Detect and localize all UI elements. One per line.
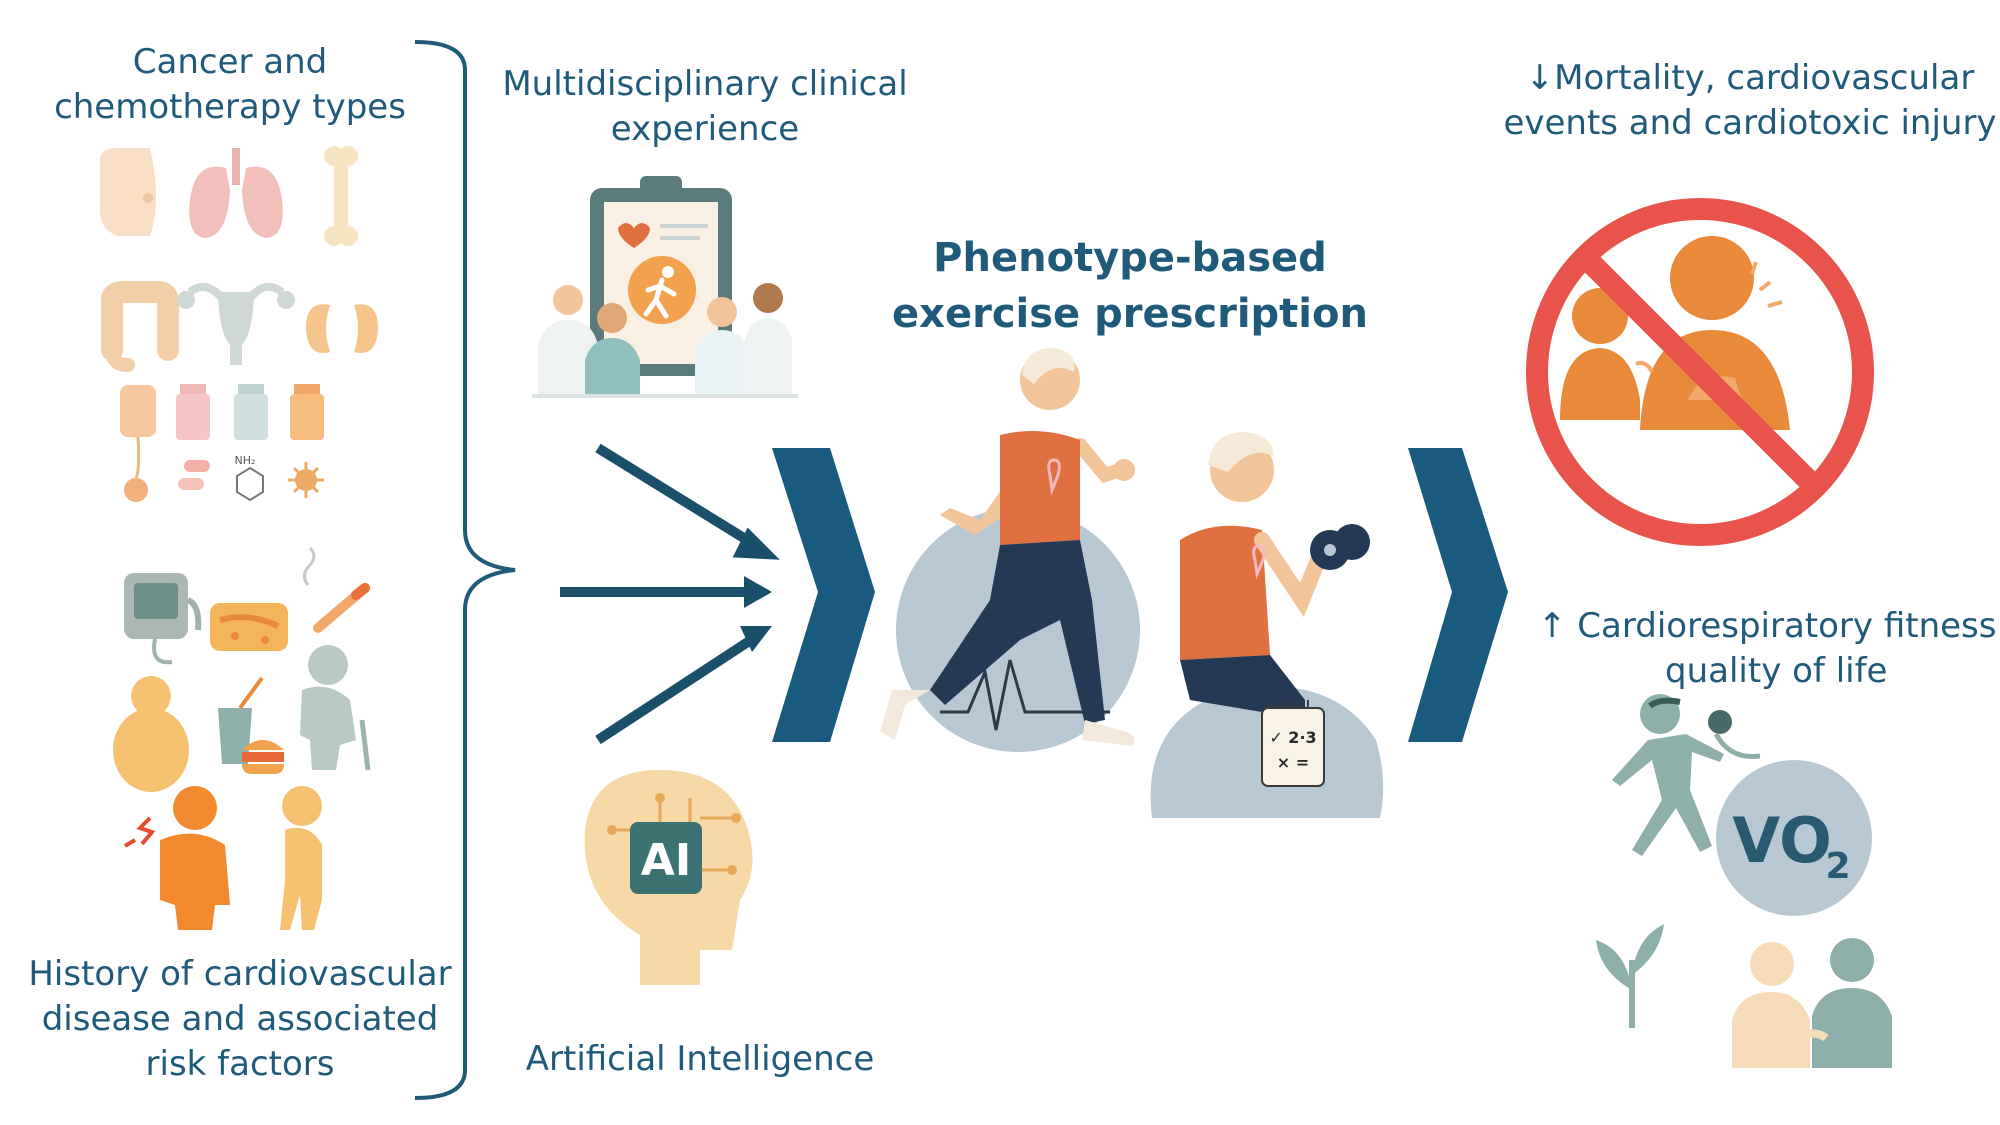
cancer-types-label: Cancer and chemotherapy types [40, 40, 420, 130]
obese-person-icon [113, 676, 189, 792]
prescription-title-line2: exercise prescription [892, 291, 1368, 337]
vo2-subscript: 2 [1825, 846, 1850, 887]
notepad-line1: ✓ 2·3 [1269, 728, 1316, 747]
iv-bag-icon [120, 385, 156, 502]
output-chevron [1408, 448, 1508, 742]
clinical-label-line2: experience [610, 109, 800, 149]
blood-pressure-monitor-icon [124, 573, 202, 665]
chest-pain-icon [123, 786, 230, 930]
food-icon [210, 603, 288, 651]
cancer-label-line1: Cancer and [132, 42, 328, 82]
nh2-label: NH₂ [235, 454, 256, 467]
mortality-outcome-label: ↓Mortality, cardiovascular events and ca… [1500, 56, 2000, 146]
ai-chip-label: AI [641, 835, 691, 886]
cardiac-event-prohibited-icon [1526, 198, 1874, 546]
arrow-from-ai [595, 626, 772, 745]
breast-icon [100, 148, 156, 236]
virus-icon [288, 462, 324, 498]
mortality-label-line1: ↓Mortality, cardiovascular [1525, 58, 1975, 98]
artificial-intelligence-label: Artificial Intelligence [510, 1037, 890, 1082]
prescription-title-line1: Phenotype-based [933, 235, 1327, 281]
arrow-from-clinical [595, 443, 780, 560]
vial-icon [234, 384, 268, 440]
vo2-badge-label: VO [1732, 804, 1832, 877]
fitness-label-line1: ↑ Cardiorespiratory fitness e [1538, 606, 2000, 646]
mortality-label-line2: events and cardiotoxic injury [1503, 103, 1997, 143]
ai-caption: Artificial Intelligence [525, 1039, 875, 1079]
arrow-from-history [560, 576, 772, 608]
ai-brain-head-icon: AI [584, 770, 753, 985]
fitness-label-line2: quality of life [1665, 651, 1888, 691]
clinical-experience-label: Multidisciplinary clinical experience [500, 62, 910, 152]
supportive-people-icon [1732, 938, 1892, 1068]
fast-food-icon [218, 676, 284, 774]
prescription-title: Phenotype-based exercise prescription [880, 230, 1380, 342]
uterus-icon [177, 282, 295, 365]
history-label-line3: risk factors [145, 1044, 335, 1084]
vial-icon [176, 384, 210, 440]
weightlifting-patient-icon: ✓ 2·3 × = [1150, 432, 1384, 818]
grouping-brace [414, 40, 516, 1100]
bone-icon [324, 146, 358, 246]
history-label-line2: disease and associated [41, 999, 439, 1039]
chemical-structure-icon: NH₂ [235, 454, 264, 502]
plant-icon [1596, 924, 1664, 1028]
clinical-label-line1: Multidisciplinary clinical [502, 64, 908, 104]
history-label-line1: History of cardiovascular [28, 954, 452, 994]
pills-icon [178, 460, 210, 490]
elderly-person-icon [300, 645, 371, 771]
notepad-line2: × = [1277, 753, 1309, 772]
running-patient-icon [880, 348, 1140, 752]
fatigued-person-icon [280, 786, 322, 930]
cardiovascular-history-label: History of cardiovascular disease and as… [20, 952, 460, 1087]
clinical-clipboard-icon [590, 176, 732, 376]
lungs-icon [189, 148, 283, 238]
cancer-label-line2: chemotherapy types [54, 87, 406, 127]
fitness-outcome-label: ↑ Cardiorespiratory fitness e quality of… [1530, 604, 2000, 694]
kidneys-icon [305, 304, 379, 354]
colon-icon [101, 281, 179, 372]
doctor-group-icon [532, 283, 798, 398]
input-chevron [772, 448, 875, 742]
vo2-fitness-icon: VO 2 [1612, 694, 1872, 916]
cigarette-icon [303, 546, 370, 633]
vial-icon [290, 384, 324, 440]
